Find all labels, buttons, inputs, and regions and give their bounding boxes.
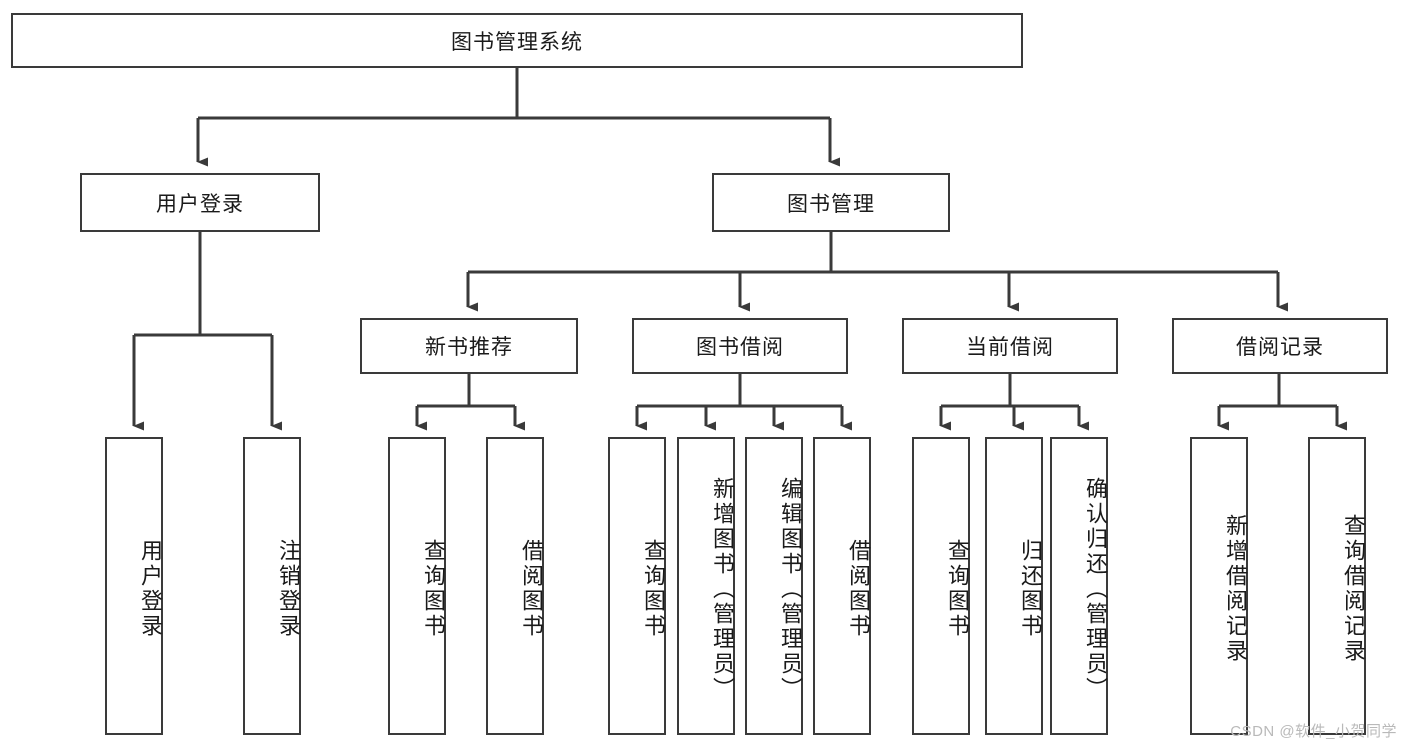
leaf-label: 注销登录 bbox=[276, 539, 301, 639]
node-current-borrow-label: 当前借阅 bbox=[966, 336, 1054, 359]
leaf-user-logout[interactable]: 注销登录 bbox=[243, 437, 301, 735]
node-new-book-recommend[interactable]: 新书推荐 bbox=[360, 318, 578, 374]
leaf-borrow-borrow-book[interactable]: 借阅图书 bbox=[813, 437, 871, 735]
node-user-login[interactable]: 用户登录 bbox=[80, 173, 320, 232]
node-book-manage[interactable]: 图书管理 bbox=[712, 173, 950, 232]
leaf-rec-add-record[interactable]: 新增借阅记录 bbox=[1190, 437, 1248, 735]
node-current-borrow[interactable]: 当前借阅 bbox=[902, 318, 1118, 374]
leaf-label: 借阅图书 bbox=[519, 539, 544, 639]
leaf-borrow-query-book[interactable]: 查询图书 bbox=[608, 437, 666, 735]
leaf-rec-query-book[interactable]: 查询图书 bbox=[388, 437, 446, 735]
leaf-label: 新增借阅记录 bbox=[1223, 514, 1248, 664]
leaf-rec-query-record[interactable]: 查询借阅记录 bbox=[1308, 437, 1366, 735]
node-borrow-record-label: 借阅记录 bbox=[1236, 336, 1324, 359]
leaf-user-login-do[interactable]: 用户登录 bbox=[105, 437, 163, 735]
leaf-label: 新增图书（管理员） bbox=[710, 476, 735, 702]
watermark: CSDN @软件_小贺同学 bbox=[1230, 723, 1397, 740]
node-book-manage-label: 图书管理 bbox=[787, 192, 875, 216]
leaf-label: 查询图书 bbox=[641, 539, 666, 639]
node-root[interactable]: 图书管理系统 bbox=[11, 13, 1023, 68]
leaf-cur-query-book[interactable]: 查询图书 bbox=[912, 437, 970, 735]
leaf-label: 用户登录 bbox=[138, 539, 163, 639]
leaf-borrow-add-book[interactable]: 新增图书（管理员） bbox=[677, 437, 735, 735]
node-book-borrow[interactable]: 图书借阅 bbox=[632, 318, 848, 374]
leaf-rec-borrow-book[interactable]: 借阅图书 bbox=[486, 437, 544, 735]
node-user-login-label: 用户登录 bbox=[156, 192, 244, 216]
leaf-label: 查询图书 bbox=[421, 539, 446, 639]
leaf-label: 查询图书 bbox=[945, 539, 970, 639]
leaf-label: 编辑图书（管理员） bbox=[778, 476, 803, 702]
node-borrow-record[interactable]: 借阅记录 bbox=[1172, 318, 1388, 374]
leaf-borrow-edit-book[interactable]: 编辑图书（管理员） bbox=[745, 437, 803, 735]
leaf-cur-return-book[interactable]: 归还图书 bbox=[985, 437, 1043, 735]
leaf-label: 查询借阅记录 bbox=[1341, 514, 1366, 664]
node-book-borrow-label: 图书借阅 bbox=[696, 336, 784, 359]
leaf-label: 归还图书 bbox=[1018, 539, 1043, 639]
leaf-label: 确认归还（管理员） bbox=[1083, 476, 1108, 702]
node-new-book-recommend-label: 新书推荐 bbox=[425, 336, 513, 359]
leaf-label: 借阅图书 bbox=[846, 539, 871, 639]
node-root-label: 图书管理系统 bbox=[451, 30, 583, 54]
leaf-cur-confirm-return[interactable]: 确认归还（管理员） bbox=[1050, 437, 1108, 735]
